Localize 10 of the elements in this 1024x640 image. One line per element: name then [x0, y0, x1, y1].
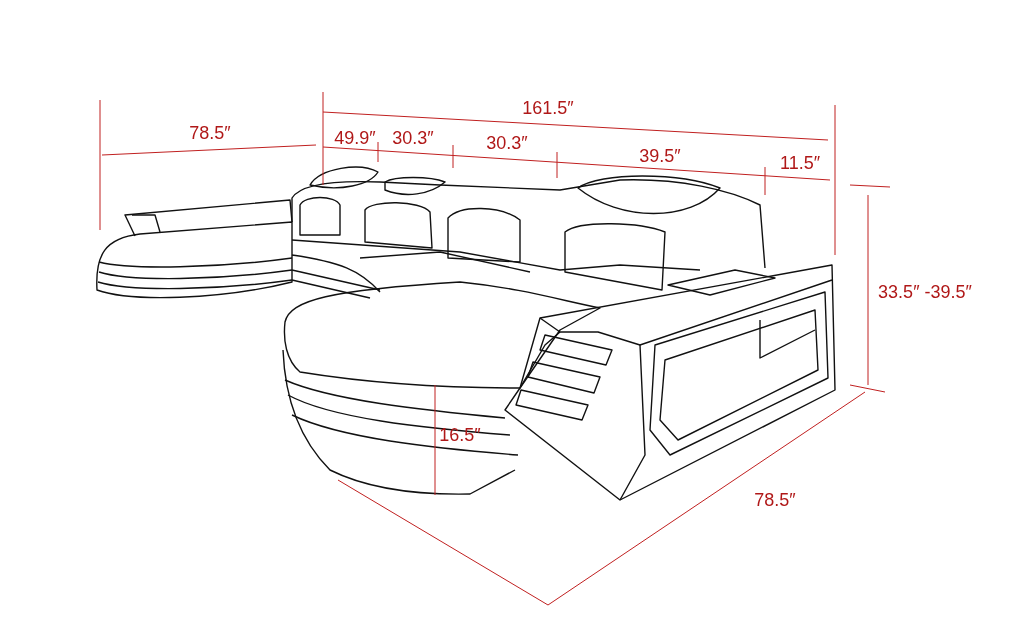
- dimension-label: 39.5″: [639, 147, 681, 165]
- dimension-label: 161.5″: [522, 99, 574, 117]
- dimension-label: 16.5″: [439, 426, 481, 444]
- dimension-label: 49.9″: [334, 129, 376, 147]
- dimension-label: 30.3″: [486, 134, 528, 152]
- dimension-label: 78.5″: [189, 124, 231, 142]
- dimension-label: 30.3″: [392, 129, 434, 147]
- dimension-label: 78.5″: [754, 491, 796, 509]
- dimension-label: 11.5″: [779, 154, 821, 172]
- dimension-label: 33.5″ -39.5″: [878, 283, 972, 301]
